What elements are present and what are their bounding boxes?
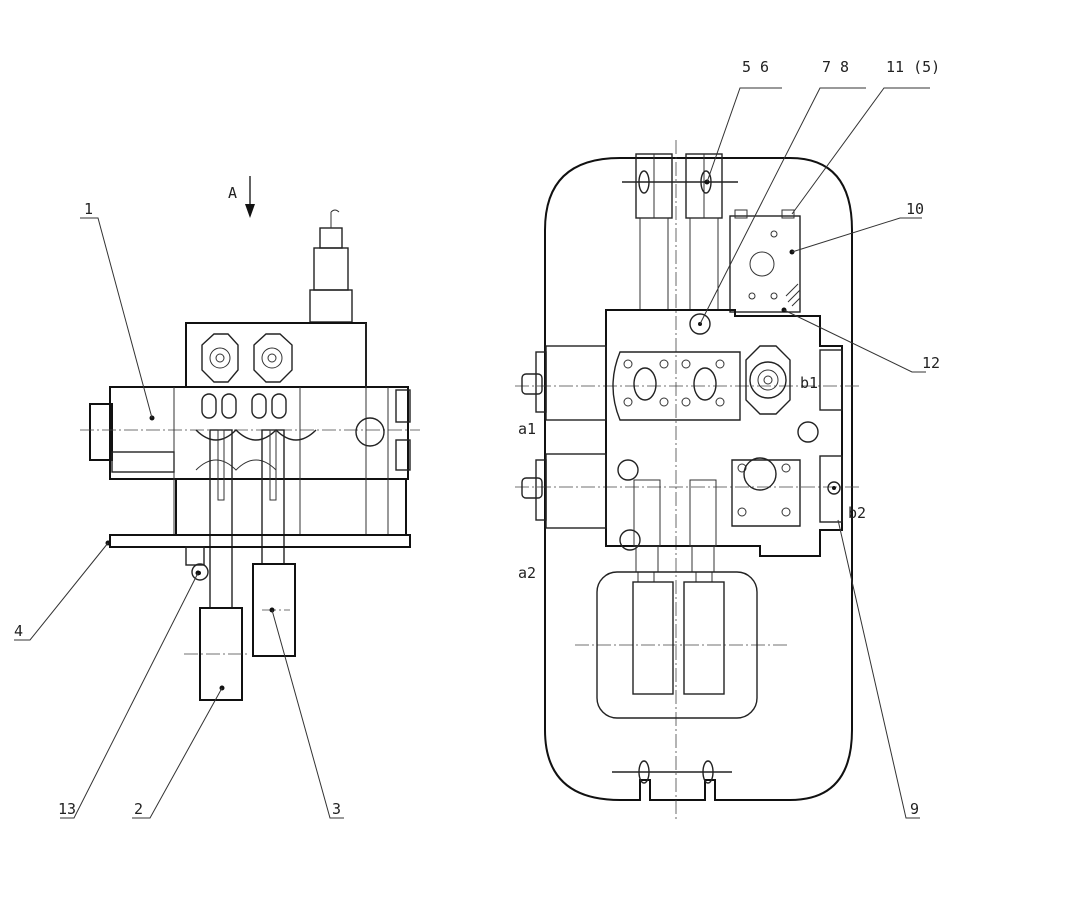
mounting-plate-front: [544, 157, 853, 801]
port-b1: b1: [800, 374, 818, 392]
valve-body-side: [80, 322, 420, 536]
bottom-pins-front: [612, 760, 732, 784]
port-labels: a1 a2 b1 b2: [518, 374, 866, 582]
view-arrow-a: A: [228, 176, 255, 218]
callout-9: 9: [910, 800, 919, 818]
spool-rods-side: [209, 429, 285, 609]
callout-3: 3: [332, 800, 341, 818]
callout-5-6: 5 6: [742, 58, 769, 76]
callout-4: 4: [14, 622, 23, 640]
top-spool-stem: [309, 209, 353, 323]
callout-11-5: 11 (5): [886, 58, 940, 76]
port-plates-front: [612, 351, 801, 527]
handle-grips: [184, 563, 296, 701]
relief-block-front: [729, 209, 801, 313]
view-arrow-label: A: [228, 184, 237, 202]
callout-13: 13: [58, 800, 76, 818]
callout-2: 2: [134, 800, 143, 818]
bolt-slots-side: [195, 393, 317, 471]
port-a1: a1: [518, 420, 536, 438]
spool-rods-front: [633, 479, 717, 583]
base-plate: [109, 534, 411, 548]
top-clevis-front: [622, 153, 738, 311]
port-b2: b2: [848, 504, 866, 522]
leader-lines: [14, 87, 930, 819]
front-view: [515, 140, 860, 820]
callout-10: 10: [906, 200, 924, 218]
lower-recess-front: [596, 571, 758, 719]
port-a2: a2: [518, 564, 536, 582]
hex-fittings-side: [201, 333, 293, 383]
callout-7-8: 7 8: [822, 58, 849, 76]
hex-fitting-b1: [745, 345, 791, 415]
side-view: A: [80, 176, 420, 701]
side-fittings-front: [617, 313, 841, 551]
callout-1: 1: [84, 200, 93, 218]
valve-body-front: [521, 309, 843, 557]
callout-12: 12: [922, 354, 940, 372]
callout-labels: 1 4 13 2 3 5 6 7 8 11 (5) 10 12 9: [14, 58, 940, 818]
